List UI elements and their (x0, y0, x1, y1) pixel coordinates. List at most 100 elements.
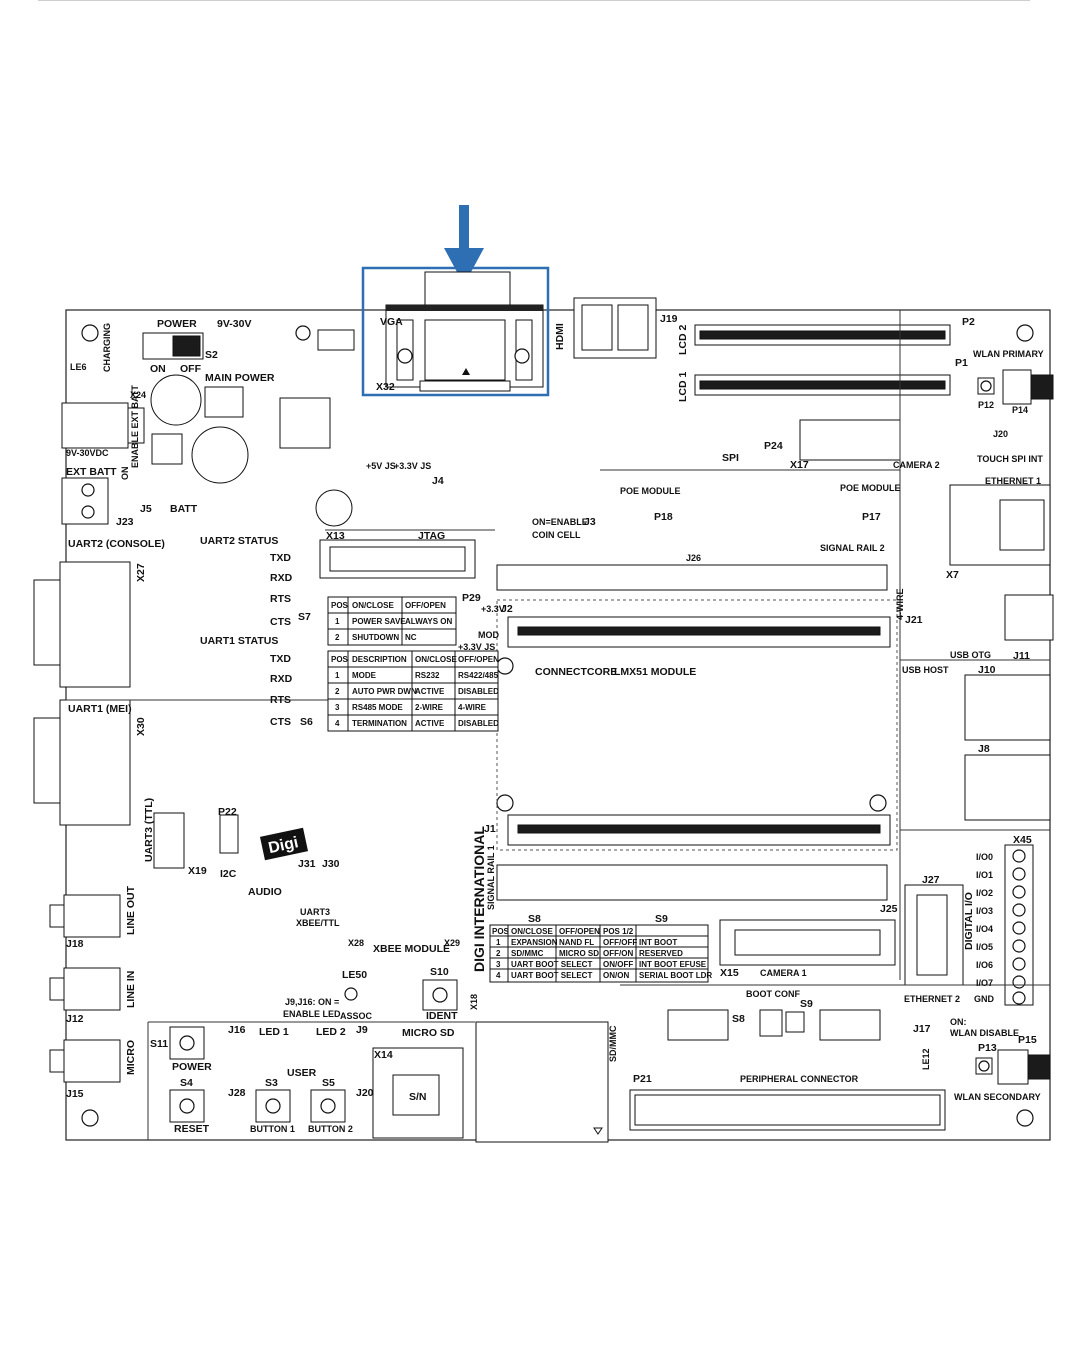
label-hdmi: HDMI (554, 323, 566, 350)
label-on-wlan: ON: (950, 1017, 967, 1027)
label-s10: S10 (430, 966, 449, 978)
label-p1: P1 (955, 357, 968, 369)
s8-r2-on: SD/MMC (511, 949, 544, 958)
label-x27: X27 (135, 563, 147, 582)
label-cts-1: CTS (270, 616, 291, 628)
callout-arrow-shaft (459, 205, 469, 255)
ext-batt-terminal (61, 477, 109, 525)
s9-table: POS 1/2 OFF/OFF INT BOOT OFF/ON RESERVED… (599, 924, 712, 983)
sd-mmc-slot (475, 1021, 609, 1143)
label-signal-rail-1: SIGNAL RAIL 1 (486, 845, 496, 910)
label-line-in: LINE IN (125, 971, 137, 1008)
s7-r2-off: NC (405, 633, 417, 642)
label-x32: X32 (376, 381, 395, 393)
label-io7: I/O7 (976, 978, 993, 988)
jtag-header (319, 539, 476, 579)
label-le50: LE50 (342, 969, 367, 981)
wlan-primary-antenna (977, 369, 1054, 405)
label-j2: J2 (501, 603, 513, 615)
label-lcd1: LCD 1 (677, 372, 689, 402)
digi-logo-icon: Digi (259, 827, 309, 861)
label-p13: P13 (978, 1042, 997, 1054)
rotated-labels: CHARGING ENABLE EXT BATT ON X27 X30 UART… (102, 323, 975, 1103)
s7-r1-on: POWER SAVE (352, 617, 406, 626)
label-camera2: CAMERA 2 (893, 460, 940, 470)
label-3v3-js: +3.3V JS (394, 461, 431, 471)
s6-r2-pos: 2 (335, 687, 340, 696)
label-p22: P22 (218, 806, 237, 818)
mounting-holes (81, 324, 1034, 1127)
label-enable-led-2: ENABLE LED (283, 1009, 341, 1019)
label-le12: LE12 (921, 1048, 931, 1070)
label-4-wire: 4-WIRE (895, 589, 905, 621)
top-rule (38, 0, 1030, 1)
label-txd-1: TXD (270, 552, 291, 564)
label-uart1-status: UART1 STATUS (200, 635, 278, 647)
label-io3: I/O3 (976, 906, 993, 916)
label-button1: BUTTON 1 (250, 1124, 295, 1134)
s6-r4-off: DISABLED (458, 719, 499, 728)
label-p29: P29 (462, 592, 481, 604)
s9-r3-pos: ON/OFF (603, 960, 633, 969)
label-j19: J19 (660, 313, 678, 325)
label-mod: MOD (478, 630, 499, 640)
label-9v-30v: 9V-30V (217, 318, 251, 330)
label-j4: J4 (432, 475, 444, 487)
s6-r2-on: ACTIVE (415, 687, 445, 696)
s7-header-off: OFF/OPEN (405, 601, 446, 610)
signal-rails (496, 564, 898, 901)
label-enable-led: J9,J16: ON = (285, 997, 339, 1007)
label-j17: J17 (913, 1023, 931, 1035)
board-labels: POWER 9V-30V ON OFF S2 MAIN POWER LE6 X2… (66, 313, 1044, 1135)
vga-callout (361, 205, 550, 397)
lcd-connectors (694, 324, 951, 396)
s6-r4-on: ACTIVE (415, 719, 445, 728)
label-digital-io: DIGITAL I/O (963, 892, 975, 950)
label-assoc: ASSOC (340, 1011, 373, 1021)
s7-r1-off: ALWAYS ON (405, 617, 452, 626)
s8-r1-on: EXPANSION (511, 938, 558, 947)
peripheral-connector (629, 1089, 946, 1131)
label-jtag: JTAG (418, 530, 445, 542)
wlan-secondary-antenna (975, 1049, 1051, 1085)
label-s7: S7 (298, 611, 311, 623)
label-j30: J30 (322, 858, 340, 870)
label-ext-batt: EXT BATT (66, 466, 117, 478)
label-rxd-2: RXD (270, 673, 293, 685)
label-coin-cell: COIN CELL (532, 530, 581, 540)
label-x19: X19 (188, 865, 207, 877)
label-main-power: MAIN POWER (205, 372, 275, 384)
label-gnd: GND (974, 994, 995, 1004)
label-io4: I/O4 (976, 924, 993, 934)
label-wlan-disable: WLAN DISABLE (950, 1028, 1019, 1038)
usb-ports (964, 594, 1054, 821)
label-led1: LED 1 (259, 1026, 289, 1038)
s6-header-pos: POS (331, 655, 349, 664)
s8-r1-pos: 1 (496, 938, 501, 947)
label-spi: SPI (722, 452, 739, 464)
label-vga: VGA (380, 316, 403, 328)
label-usb-otg: USB OTG (950, 650, 991, 660)
label-x30: X30 (135, 717, 147, 736)
s6-r2-desc: AUTO PWR DWN (352, 687, 417, 696)
label-lcd2: LCD 2 (677, 325, 689, 355)
s6-r1-on: RS232 (415, 671, 440, 680)
power-components (150, 329, 355, 527)
label-touch-spi-int: TOUCH SPI INT (977, 454, 1043, 464)
label-rts-1: RTS (270, 593, 291, 605)
s9-header-pos: POS 1/2 (603, 927, 634, 936)
s9-r4-pos: ON/ON (603, 971, 629, 980)
hdmi-connector (573, 297, 657, 359)
label-x28: X28 (348, 938, 364, 948)
label-enable-ext-batt: ENABLE EXT BATT (130, 385, 140, 468)
micro-sd-slot (372, 1047, 464, 1139)
s6-r3-off: 4-WIRE (458, 703, 487, 712)
label-j12: J12 (66, 1013, 84, 1025)
label-p2: P2 (962, 316, 975, 328)
label-signal-rail-2: SIGNAL RAIL 2 (820, 543, 885, 553)
label-j16: J16 (228, 1024, 246, 1036)
label-micro-sd: MICRO SD (402, 1027, 455, 1039)
label-x7: X7 (946, 569, 959, 581)
label-x24: X24 (130, 390, 146, 400)
